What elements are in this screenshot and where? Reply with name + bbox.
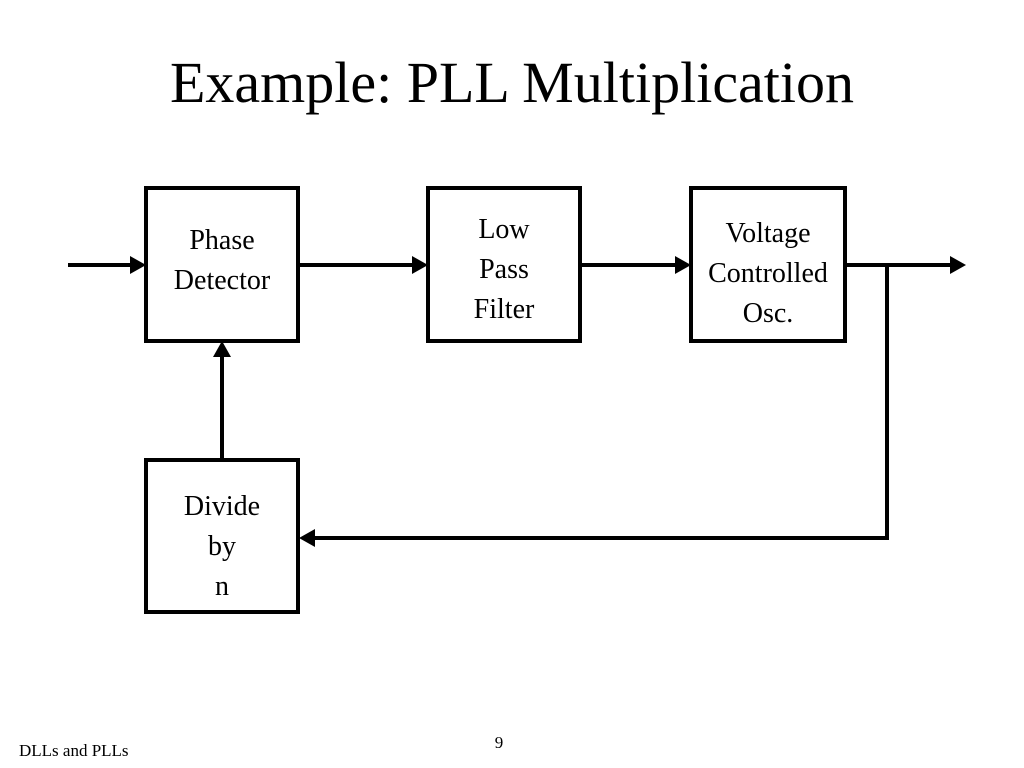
vco-label-line-1: Voltage — [725, 218, 811, 249]
vco-label-line-2: Controlled — [708, 258, 828, 289]
arrow-filter-to-vco — [581, 256, 691, 274]
phase-detector-label-line-2: Detector — [173, 265, 271, 296]
low-pass-filter-label-line-2: Pass — [479, 254, 529, 285]
divider-label-line-1: Divide — [183, 491, 261, 522]
phase-detector-block: Phase Detector — [144, 186, 300, 343]
vco-label-line-3: Osc. — [742, 298, 794, 329]
footer-text: DLLs and PLLs — [19, 741, 129, 760]
slide-title: Example: PLL Multiplication — [169, 50, 855, 115]
low-pass-filter-label-line-3: Filter — [473, 294, 535, 325]
arrow-phase-detector-to-filter — [299, 256, 428, 274]
divider-block: Divide by n — [144, 458, 300, 614]
divider-label-line-3: n — [215, 571, 229, 602]
output-arrow — [846, 256, 966, 274]
divider-label-line-2: by — [208, 531, 236, 562]
low-pass-filter-label-line-1: Low — [478, 214, 530, 245]
feedback-path — [299, 265, 889, 547]
vco-block: Voltage Controlled Osc. — [689, 186, 847, 343]
low-pass-filter-block: Low Pass Filter — [426, 186, 582, 343]
phase-detector-label-line-1: Phase — [189, 225, 255, 256]
input-arrow — [68, 256, 146, 274]
page-number: 9 — [494, 733, 504, 752]
arrow-divider-to-phase-detector — [213, 341, 231, 460]
